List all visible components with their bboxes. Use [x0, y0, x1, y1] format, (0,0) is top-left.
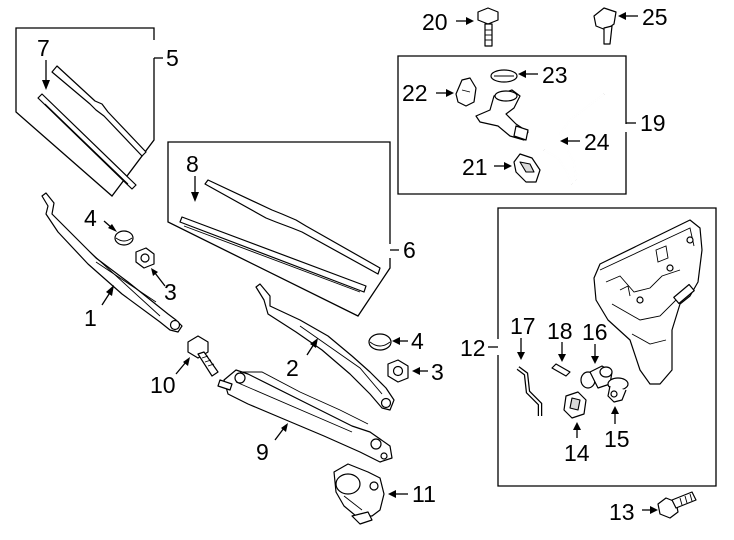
reservoir-box-12: 12 17 18 [460, 207, 717, 487]
sensor-14 [563, 391, 587, 419]
hose-17 [516, 366, 543, 416]
label-9: 9 [256, 439, 269, 465]
label-3-right: 3 [431, 359, 444, 385]
wiper-motor-11 [333, 463, 385, 525]
nozzle-21 [513, 153, 541, 183]
label-23: 23 [542, 62, 568, 88]
label-3-left: 3 [164, 279, 177, 305]
label-21: 21 [462, 154, 488, 180]
label-20: 20 [422, 9, 448, 35]
label-22: 22 [402, 80, 428, 106]
nozzle-box-19: 19 22 23 21 [397, 55, 666, 195]
cap-23 [490, 69, 518, 83]
label-6: 6 [403, 237, 416, 263]
bolt-20 [477, 7, 499, 47]
nut-3-left [135, 247, 155, 269]
label-11: 11 [412, 481, 436, 507]
cap-4-right [368, 333, 392, 351]
label-24: 24 [584, 129, 610, 155]
label-8: 8 [186, 151, 199, 177]
label-5: 5 [166, 45, 179, 71]
wiper-linkage-9 [217, 369, 393, 463]
label-15: 15 [604, 426, 630, 452]
label-13: 13 [609, 499, 635, 525]
label-1: 1 [84, 305, 97, 331]
label-16: 16 [582, 319, 608, 345]
label-2: 2 [286, 355, 299, 381]
label-19: 19 [640, 110, 666, 136]
nozzle-body [475, 89, 529, 141]
cap-4-left [114, 230, 134, 246]
label-10: 10 [150, 372, 176, 398]
washer-reservoir [593, 219, 703, 385]
label-25: 25 [642, 4, 668, 30]
pin-18 [551, 363, 571, 377]
blade-box-6: 6 8 [167, 141, 416, 317]
label-14: 14 [564, 440, 590, 466]
blade-refill-8 [179, 179, 381, 293]
label-4-left: 4 [84, 205, 97, 231]
nut-3-right [387, 359, 409, 383]
label-12: 12 [460, 335, 486, 361]
blade-box-5: 5 7 [15, 27, 179, 197]
wiper-arm-1 [41, 192, 183, 333]
bolt-13 [657, 491, 697, 519]
pump-16 [580, 365, 613, 389]
wiper-arm-2 [255, 283, 395, 411]
label-7: 7 [37, 35, 50, 61]
bolt-10 [187, 335, 219, 377]
label-17: 17 [510, 313, 536, 339]
label-4-right: 4 [411, 328, 424, 354]
grommet-15 [607, 377, 629, 403]
label-18: 18 [547, 318, 573, 344]
clip-22 [455, 77, 477, 107]
blade-refill-7 [37, 65, 147, 190]
washer-nozzle-25 [593, 7, 617, 45]
